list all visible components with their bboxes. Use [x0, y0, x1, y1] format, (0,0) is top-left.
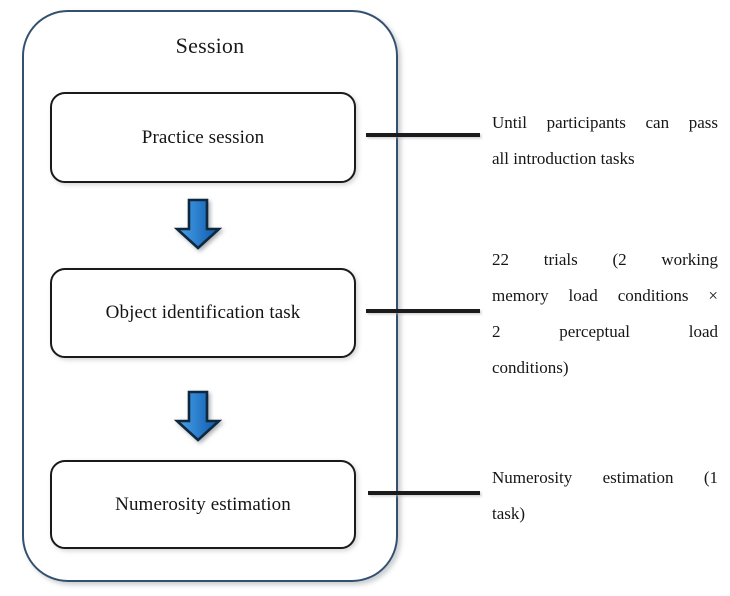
down-arrow-icon	[173, 198, 223, 250]
stage-box-numerosity-estimation[interactable]: Numerosity estimation	[50, 460, 356, 549]
annotation-practice: Until participants can pass all introduc…	[492, 105, 718, 177]
annotation-line: conditions)	[492, 358, 569, 377]
connector-line-numerosity-estimation	[368, 491, 480, 495]
stage-box-practice[interactable]: Practice session	[50, 92, 356, 183]
session-container	[22, 10, 398, 582]
annotation-line: memory load conditions ×	[492, 286, 718, 305]
annotation-line: all introduction tasks	[492, 149, 635, 168]
stage-box-object-identification[interactable]: Object identification task	[50, 268, 356, 358]
annotation-line: Numerosity estimation (1	[492, 468, 718, 487]
connector-line-practice	[366, 133, 480, 137]
annotation-line: 2 perceptual load	[492, 322, 718, 341]
annotation-line: Until participants can pass	[492, 113, 718, 132]
annotation-numerosity-estimation: Numerosity estimation (1 task)	[492, 460, 718, 532]
session-title: Session	[175, 33, 245, 58]
stage-label-practice: Practice session	[141, 126, 265, 148]
down-arrow-icon	[173, 390, 223, 442]
stage-label-numerosity-estimation: Numerosity estimation	[115, 493, 291, 515]
annotation-object-identification: 22 trials (2 working memory load conditi…	[492, 242, 718, 386]
connector-line-object-identification	[366, 309, 480, 313]
annotation-line: 22 trials (2 working	[492, 250, 718, 269]
annotation-line: task)	[492, 504, 526, 523]
stage-label-object-identification: Object identification task	[105, 302, 301, 323]
